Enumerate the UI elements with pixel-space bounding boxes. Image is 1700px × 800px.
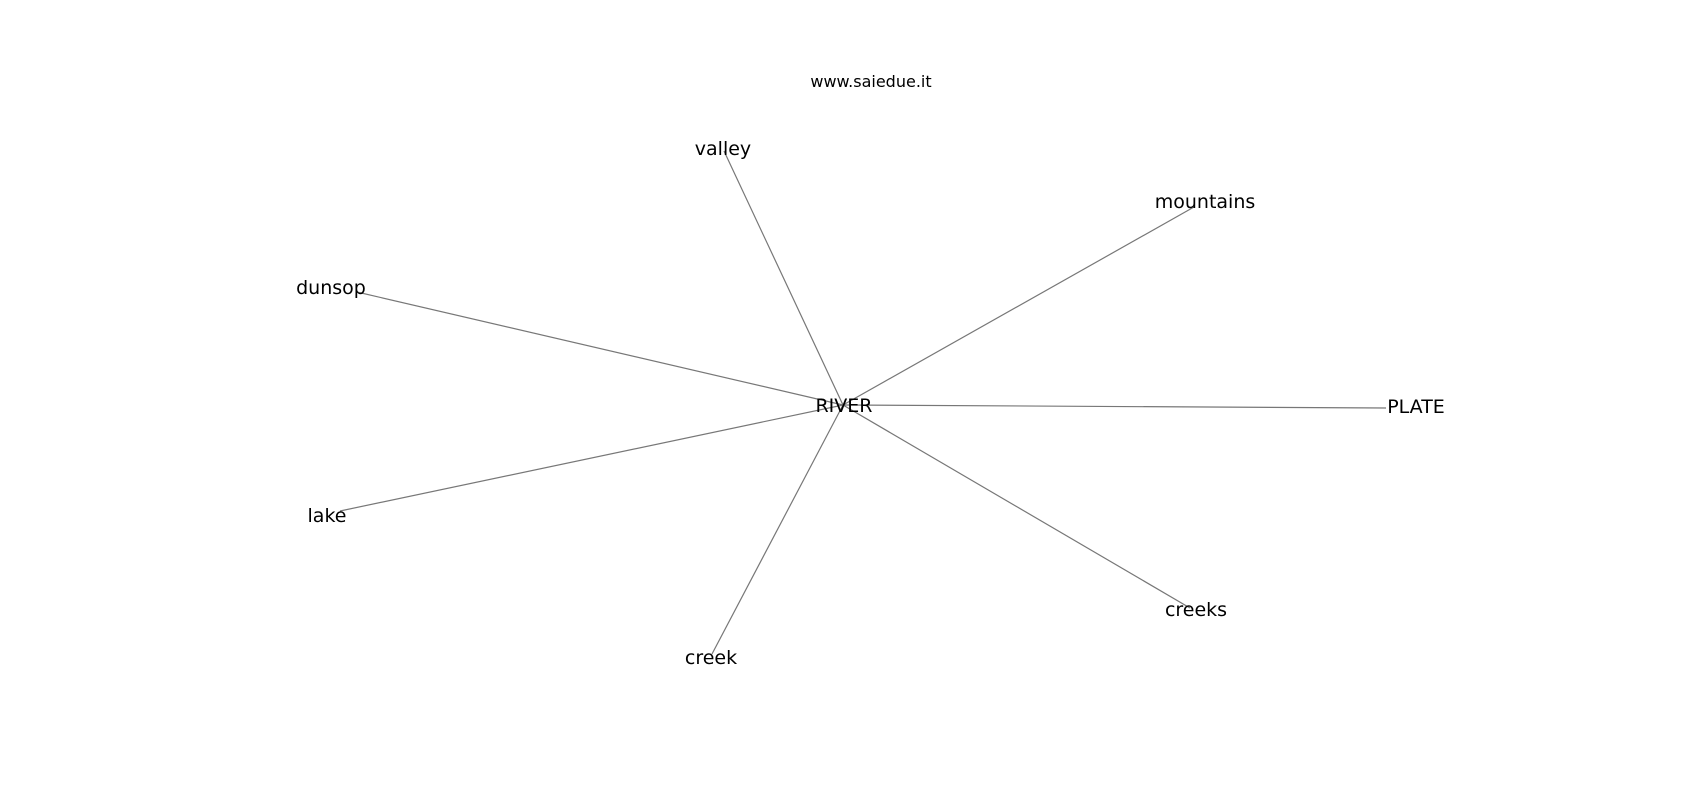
edge-river-plate <box>842 404 1387 409</box>
node-label-mountains: mountains <box>1155 191 1256 213</box>
node-label-creeks: creeks <box>1165 599 1227 621</box>
node-label-dunsop: dunsop <box>296 277 366 299</box>
edge-layer <box>339 150 1387 655</box>
node-label-valley: valley <box>695 138 751 160</box>
edge-river-mountains <box>842 206 1195 406</box>
edge-river-creek <box>711 404 844 655</box>
edge-river-valley <box>723 150 844 406</box>
edge-river-dunsop <box>356 291 844 406</box>
site-watermark: www.saiedue.it <box>810 72 931 91</box>
node-label-river: RIVER <box>815 395 872 417</box>
edge-river-lake <box>339 404 844 512</box>
node-label-creek: creek <box>685 647 737 669</box>
node-label-lake: lake <box>308 505 347 527</box>
edge-river-creeks <box>842 404 1191 609</box>
node-label-plate: PLATE <box>1387 396 1445 418</box>
